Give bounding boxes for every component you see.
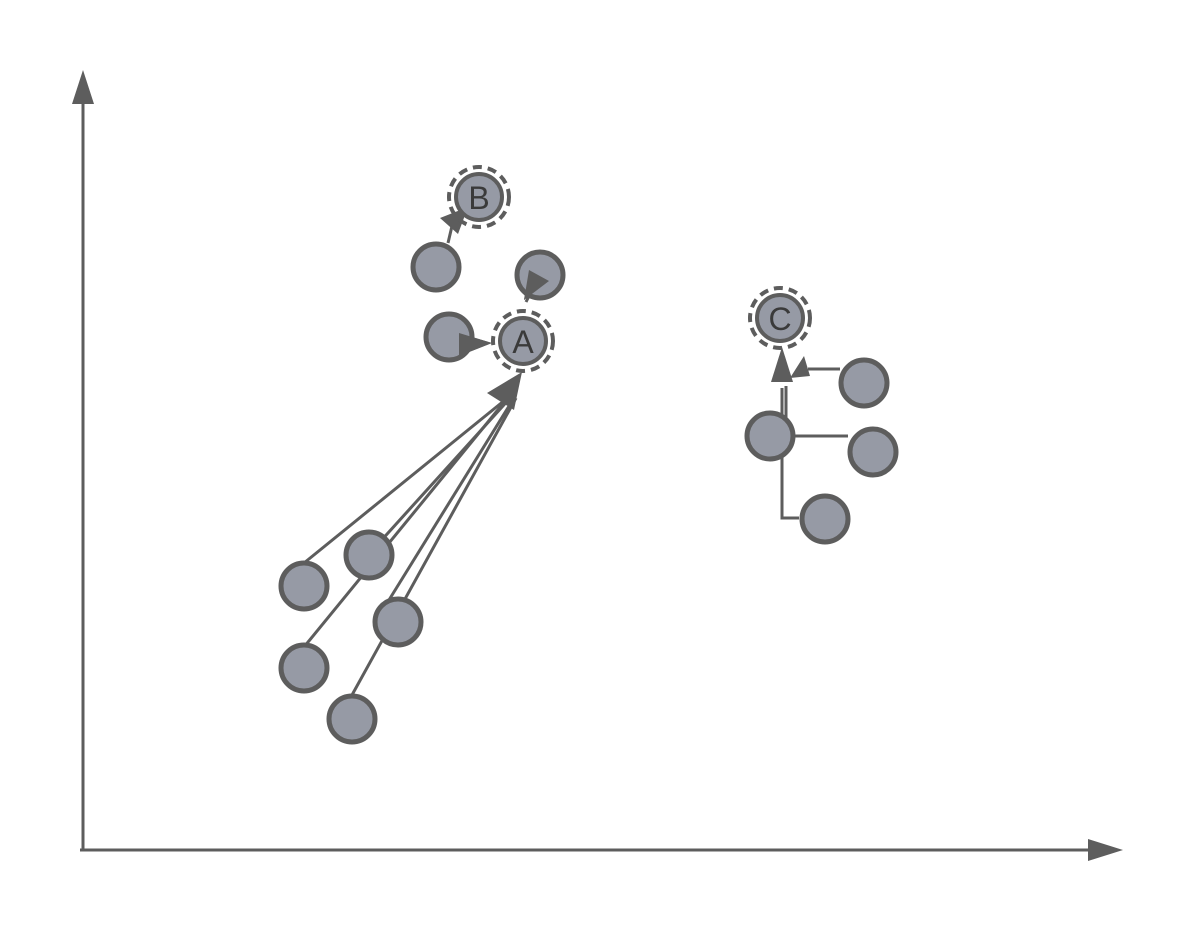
data-point [514, 249, 566, 301]
data-point [278, 642, 330, 694]
center-label-a: A [512, 324, 534, 360]
data-point [744, 410, 796, 462]
data-point [847, 426, 899, 478]
center-label-c: C [768, 301, 791, 337]
edge-arrowhead [790, 356, 810, 378]
edge-arrowhead [459, 333, 492, 356]
center-core [454, 172, 504, 222]
data-point [278, 560, 330, 612]
data-point [326, 693, 378, 745]
center-core [755, 293, 805, 343]
cluster-center-a: A [491, 309, 555, 373]
y-axis-arrowhead [72, 70, 94, 104]
edge-to-a [367, 394, 514, 556]
center-label-b: B [468, 180, 489, 216]
data-point [410, 241, 462, 293]
data-point [799, 493, 851, 545]
center-ring [447, 165, 511, 229]
overlay-arrowheads [459, 270, 549, 356]
edge-to-a [350, 397, 518, 696]
x-axis-arrowhead [1088, 839, 1123, 861]
edge-to-b [446, 225, 454, 244]
data-point [838, 357, 890, 409]
center-ring [491, 309, 555, 373]
cluster-center-b: B [447, 165, 511, 229]
center-ring [748, 286, 812, 350]
edge-arrowhead [524, 270, 549, 300]
edge-to-a [303, 398, 506, 565]
edge-to-a [387, 397, 516, 601]
axes [72, 70, 1123, 861]
edge-arrowhead [771, 347, 793, 382]
data-points [278, 241, 899, 745]
cluster-center-c: C [748, 286, 812, 350]
data-point [343, 529, 395, 581]
edge-arrowhead [487, 372, 522, 410]
center-core [498, 316, 548, 366]
data-point [372, 596, 424, 648]
